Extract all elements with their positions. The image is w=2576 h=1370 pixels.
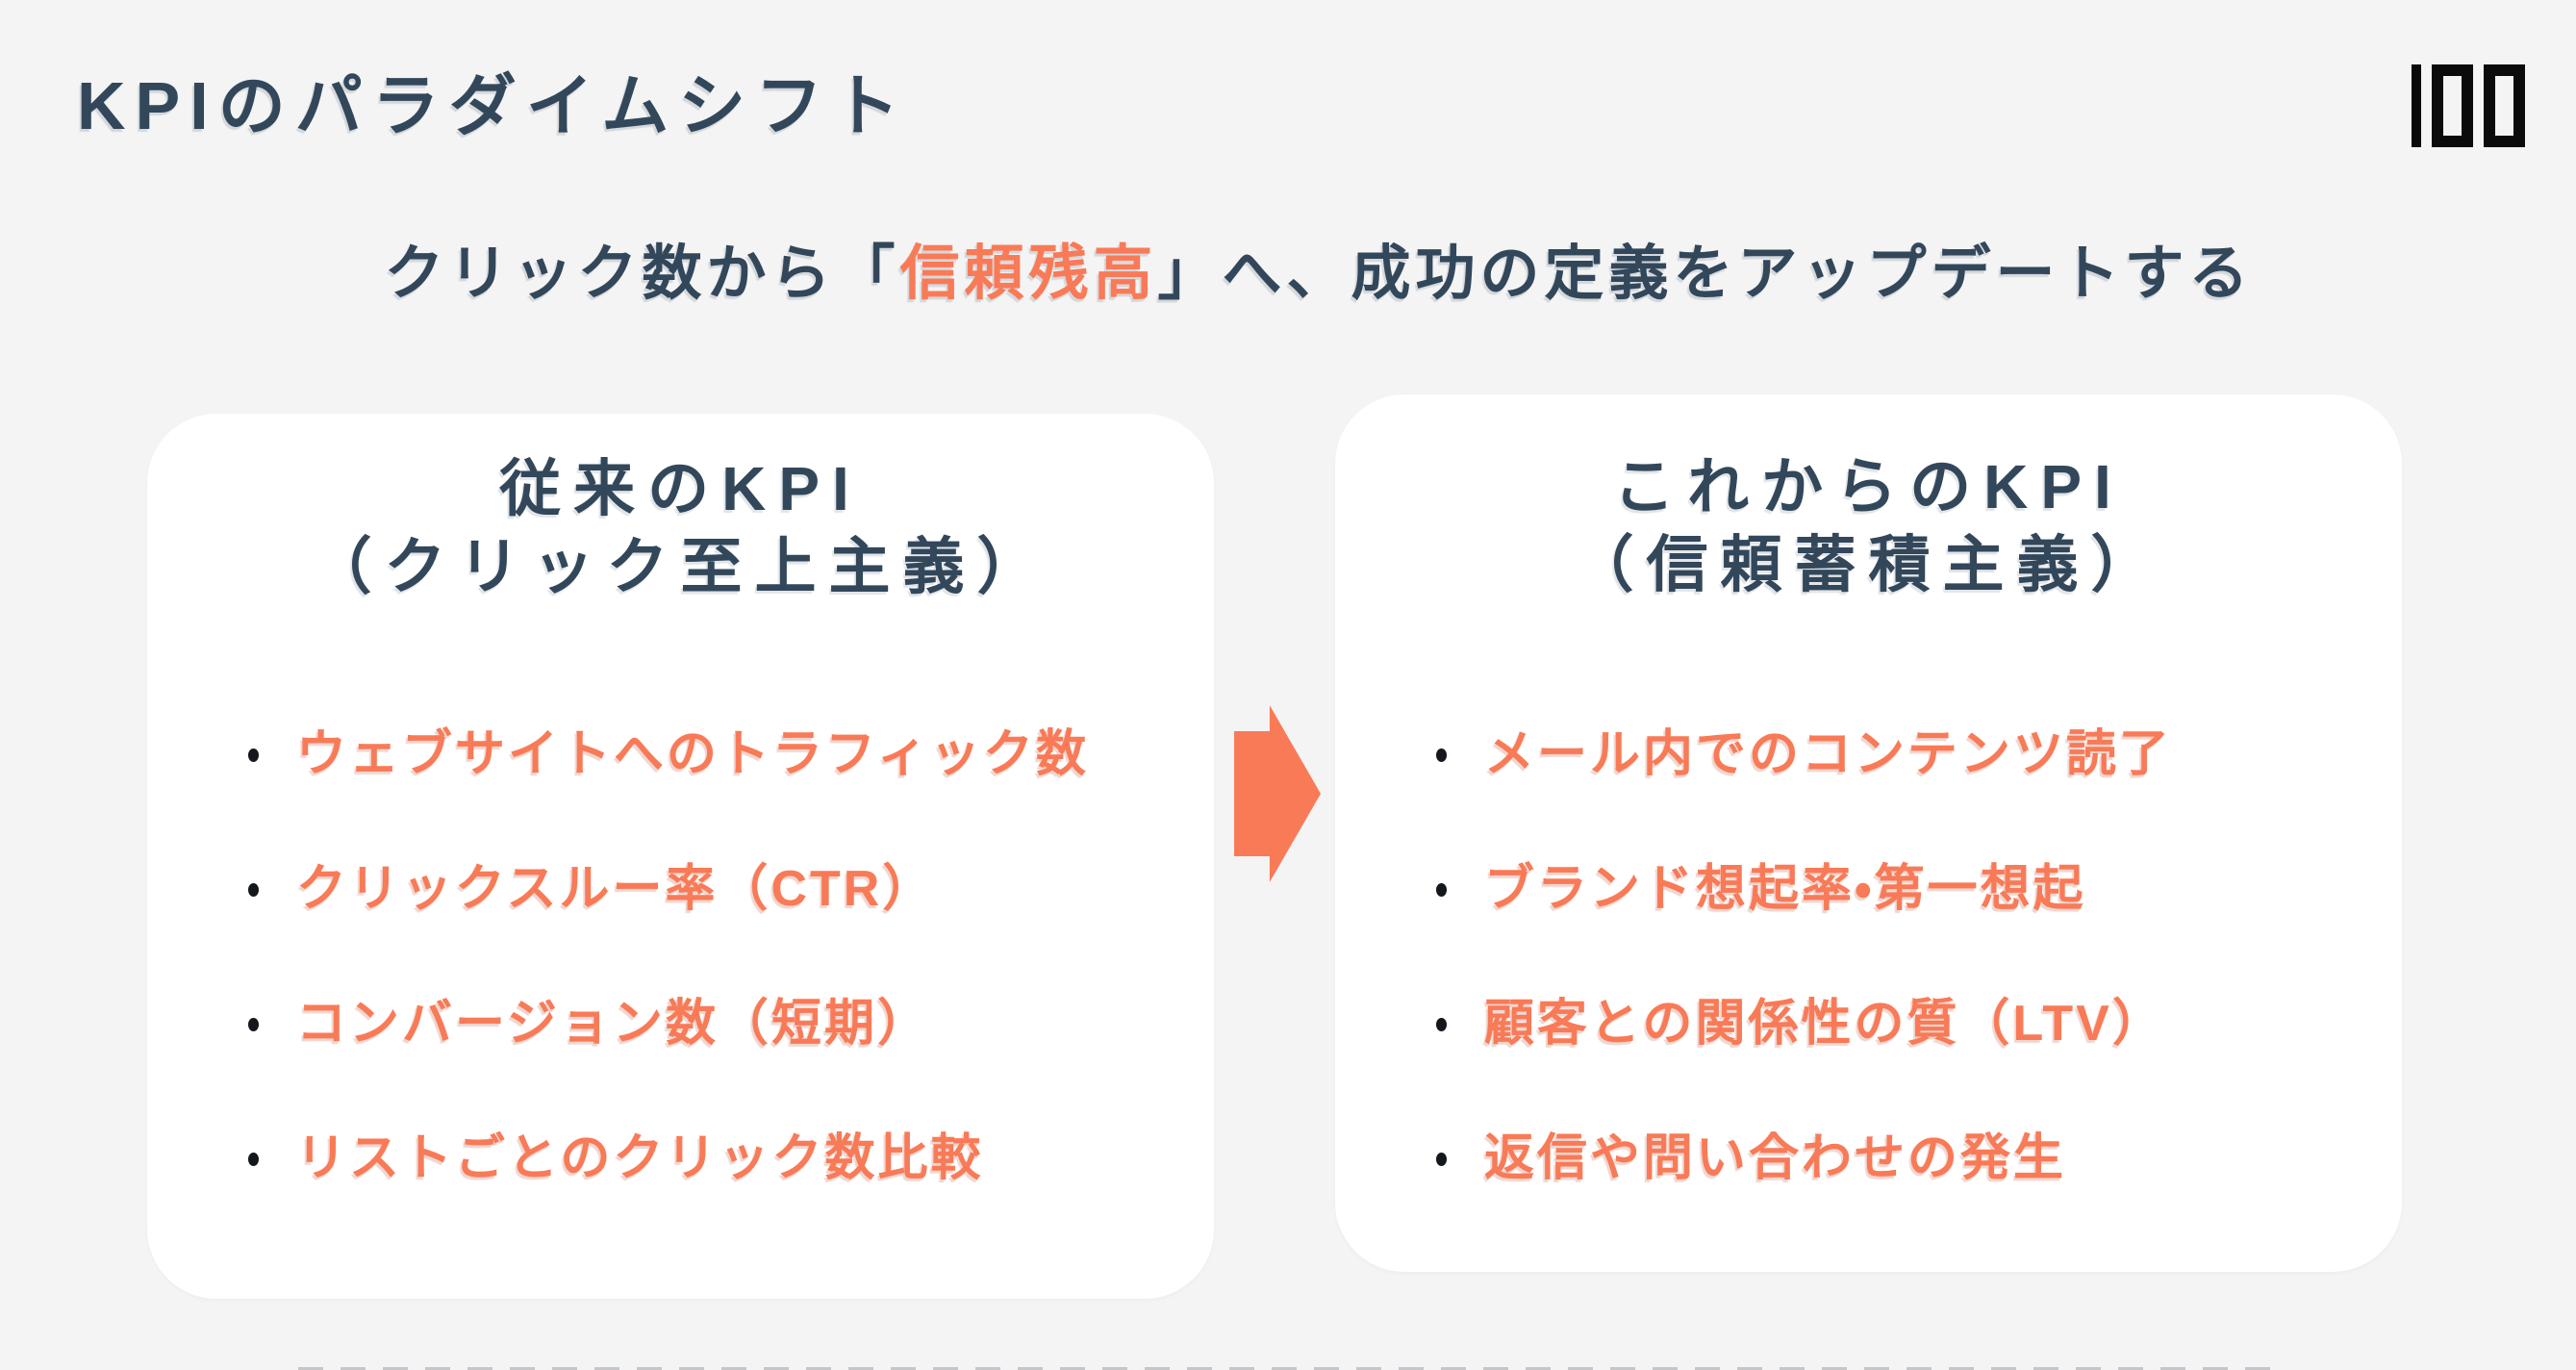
list-item: 返信や問い合わせの発生	[1335, 1092, 2402, 1227]
traditional-kpi-list: ウェブサイトへのトラフィック数 クリックスルー率（CTR） コンバージョン数（短…	[147, 688, 1214, 1227]
subtitle: クリック数から「信頼残高」へ、成功の定義をアップデートする	[0, 239, 2576, 310]
bullet-dot-icon	[248, 883, 259, 897]
bullet-dot-icon	[1436, 883, 1447, 897]
logo-digit-zero	[2484, 64, 2525, 147]
logo-100-icon	[2412, 64, 2525, 147]
cropped-next-content-edge	[298, 1367, 2287, 1370]
card-future-kpi: これからのKPI （信頼蓄積主義） メール内でのコンテンツ読了 ブランド想起率・第…	[1335, 394, 2402, 1272]
list-item: クリックスルー率（CTR）	[147, 823, 1214, 957]
bullet-dot-icon	[248, 1018, 259, 1031]
bullet-dot-icon	[1436, 1018, 1447, 1031]
page-title: KPIのパラダイムシフト	[77, 68, 910, 143]
block-arrow-right-icon	[1234, 705, 1321, 882]
list-item-label: 顧客との関係性の質（LTV）	[1484, 996, 2165, 1053]
list-item-label: リストごとのクリック数比較	[296, 1130, 984, 1187]
card-future-title-line2: （信頼蓄積主義）	[1572, 530, 2165, 600]
card-traditional-title: 従来のKPI （クリック至上主義）	[147, 414, 1214, 607]
list-item-label: コンバージョン数（短期）	[296, 996, 930, 1053]
list-item: 顧客との関係性の質（LTV）	[1335, 957, 2402, 1092]
list-item: コンバージョン数（短期）	[147, 957, 1214, 1092]
subtitle-prefix: クリック数から「	[384, 241, 900, 307]
subtitle-highlight: 信頼残高	[899, 241, 1158, 307]
list-item: ブランド想起率・第一想起	[1335, 823, 2402, 957]
list-item-label: メール内でのコンテンツ読了	[1484, 726, 2173, 783]
bullet-dot-icon	[248, 748, 259, 762]
list-item-label: 返信や問い合わせの発生	[1484, 1130, 2067, 1187]
card-traditional-title-line2: （クリック至上主義）	[310, 532, 1051, 602]
subtitle-suffix: 」へ、成功の定義をアップデートする	[1157, 241, 2254, 307]
logo-digit-one	[2412, 64, 2421, 147]
list-item-label: ブランド想起率・第一想起	[1484, 861, 2086, 918]
bullet-dot-icon	[248, 1153, 259, 1166]
card-traditional-kpi: 従来のKPI （クリック至上主義） ウェブサイトへのトラフィック数 クリックスルー…	[147, 414, 1214, 1299]
logo-digit-zero	[2432, 64, 2473, 147]
list-item: ウェブサイトへのトラフィック数	[147, 688, 1214, 823]
card-future-title-line1: これからのKPI	[1613, 452, 2124, 521]
list-item-label: クリックスルー率（CTR）	[296, 861, 936, 918]
card-traditional-title-line1: 従来のKPI	[499, 454, 862, 523]
list-item-label: ウェブサイトへのトラフィック数	[296, 726, 1089, 783]
future-kpi-list: メール内でのコンテンツ読了 ブランド想起率・第一想起 顧客との関係性の質（LTV…	[1335, 688, 2402, 1227]
card-future-title: これからのKPI （信頼蓄積主義）	[1335, 394, 2402, 605]
bullet-dot-icon	[1436, 748, 1447, 762]
list-item: メール内でのコンテンツ読了	[1335, 688, 2402, 823]
bullet-dot-icon	[1436, 1153, 1447, 1166]
list-item: リストごとのクリック数比較	[147, 1092, 1214, 1227]
